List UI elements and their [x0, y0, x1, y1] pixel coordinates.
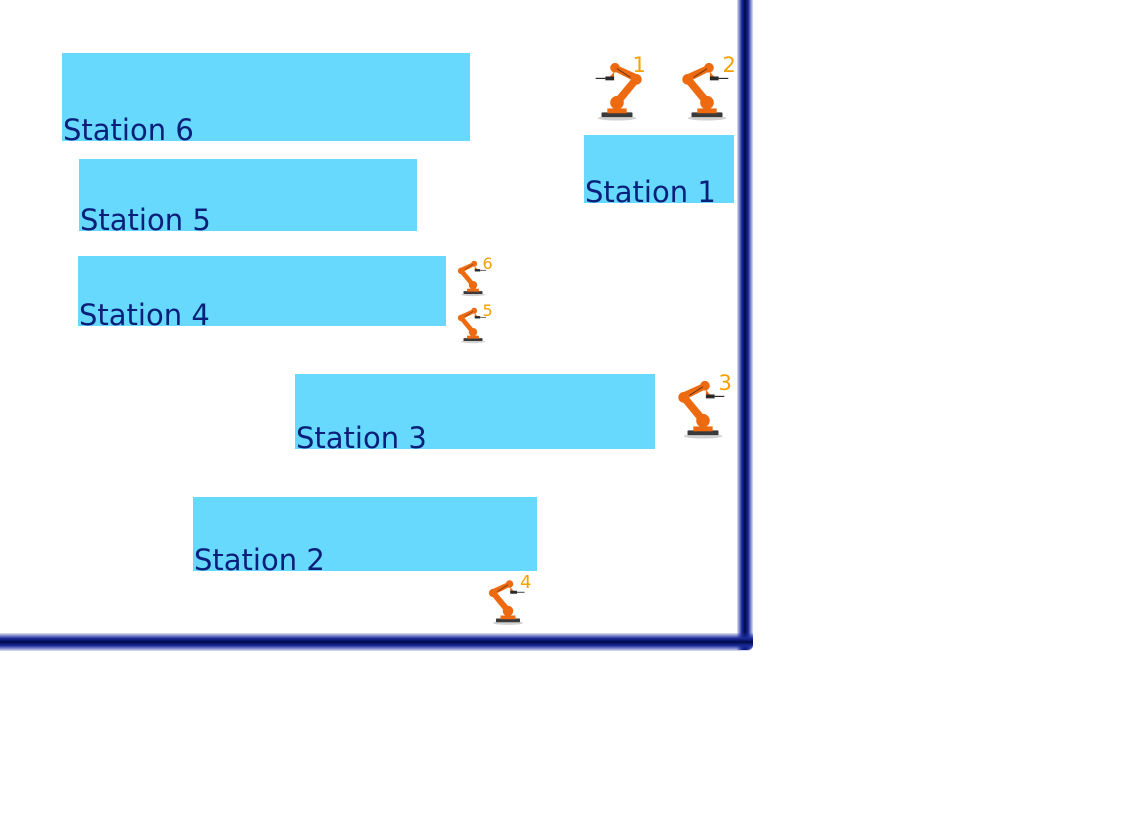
- robot-2[interactable]: 2: [676, 53, 738, 122]
- station-6[interactable]: Station 6: [62, 53, 470, 145]
- robot-number-label: 3: [718, 370, 732, 395]
- robot-number-label: 6: [482, 254, 493, 274]
- station-label: Station 5: [80, 203, 211, 237]
- robot-arm-icon: [682, 62, 729, 121]
- robot-arm-icon: [457, 260, 487, 297]
- robot-4[interactable]: 4: [484, 572, 532, 626]
- robot-5[interactable]: 5: [454, 301, 493, 344]
- station-label: Station 2: [194, 543, 325, 577]
- station-2[interactable]: Station 2: [193, 497, 537, 575]
- station-5[interactable]: Station 5: [79, 159, 417, 235]
- station-1[interactable]: Station 1: [584, 135, 734, 207]
- wall-bottom: [0, 633, 753, 651]
- robot-number-label: 4: [520, 572, 532, 594]
- robot-3[interactable]: 3: [672, 371, 734, 440]
- station-label: Station 4: [79, 298, 210, 332]
- robot-number-label: 5: [482, 301, 493, 321]
- wall-right: [737, 0, 753, 650]
- robot-number-label: 2: [722, 52, 736, 77]
- robot-arm-icon: [678, 380, 725, 439]
- station-4[interactable]: Station 4: [78, 256, 446, 330]
- robot-number-label: 1: [632, 52, 646, 77]
- station-label: Station 3: [296, 421, 427, 455]
- station-label: Station 6: [63, 113, 194, 147]
- robot-arm-icon: [488, 580, 525, 625]
- robot-arm-icon: [457, 307, 487, 344]
- station-label: Station 1: [585, 175, 716, 209]
- robot-6[interactable]: 6: [454, 254, 493, 297]
- station-3[interactable]: Station 3: [295, 374, 655, 453]
- robot-1[interactable]: 1: [586, 53, 648, 122]
- robot-arm-icon: [595, 62, 642, 121]
